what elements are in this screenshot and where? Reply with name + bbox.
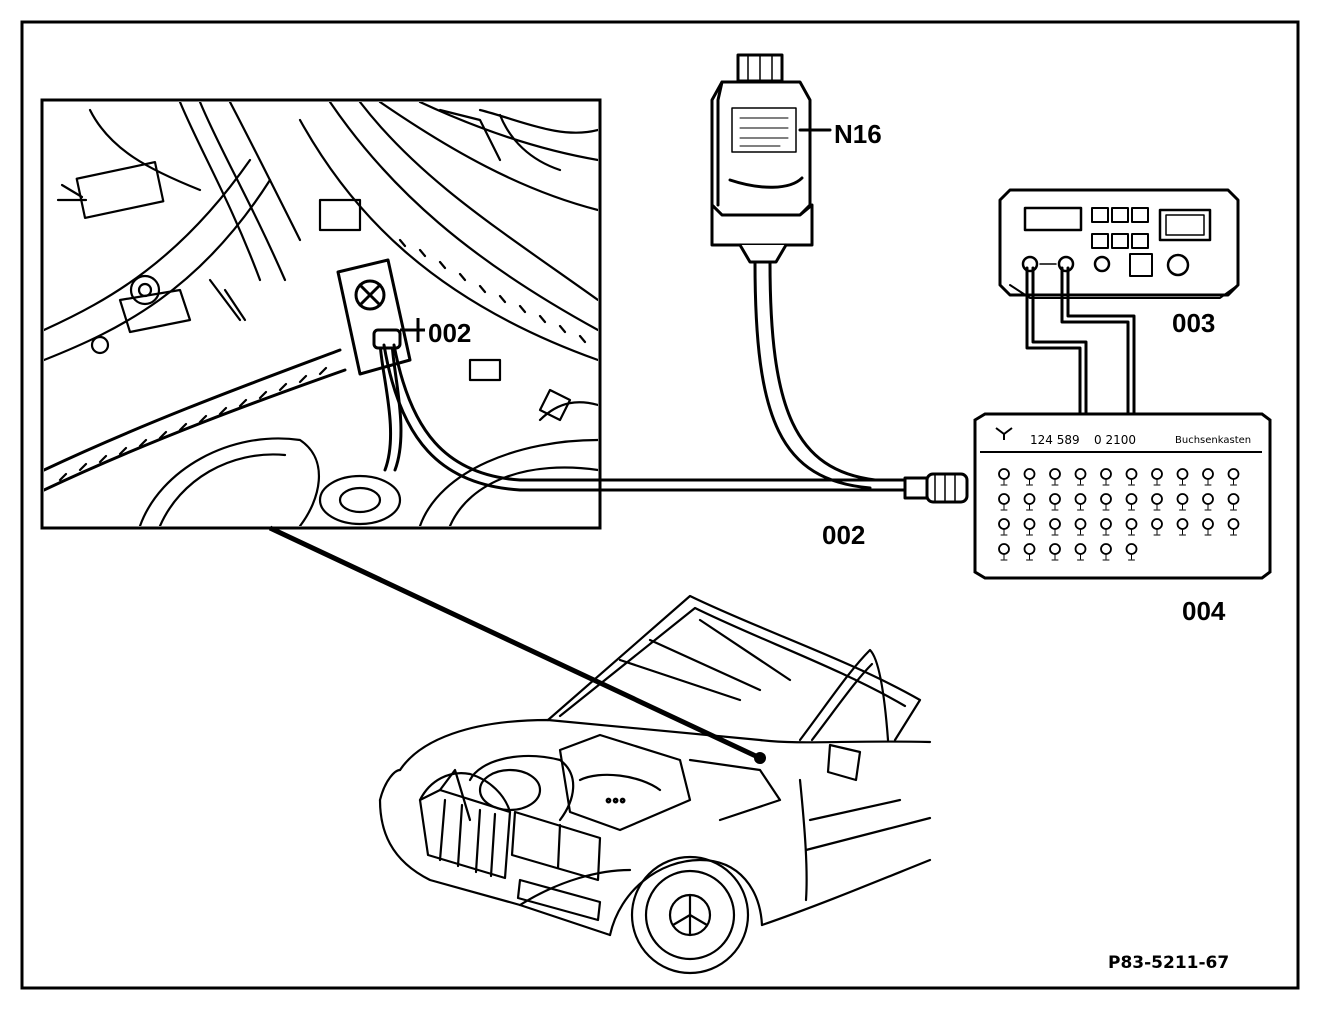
- socket-jack-mark: [1179, 528, 1186, 536]
- callout-002-cable: 002: [822, 520, 865, 550]
- callout-003: 003: [1172, 308, 1215, 338]
- socket-jack-mark: [1128, 478, 1135, 486]
- socket-jack-mark: [1179, 503, 1186, 511]
- adapter-cable-002: [382, 343, 969, 504]
- car-illustration: ◦◦◦: [268, 525, 932, 975]
- socket-jack-mark: [1026, 528, 1033, 536]
- engine-bay-detail: [40, 98, 602, 530]
- multimeter-003: [998, 188, 1240, 299]
- socket-jack-mark: [1026, 478, 1033, 486]
- socket-jack-mark: [1051, 478, 1059, 486]
- n16-module: [710, 53, 877, 490]
- socket-jack-mark: [1102, 503, 1110, 511]
- socket-box-part-number-suffix: 0 2100: [1094, 433, 1136, 447]
- socket-jack-mark: [1000, 478, 1008, 486]
- socket-jack-mark: [1128, 553, 1135, 561]
- socket-jack-mark: [1204, 503, 1212, 511]
- inset-leader-line: [268, 525, 762, 761]
- socket-jack-mark: [1077, 478, 1084, 486]
- socket-grid: [998, 468, 1240, 561]
- socket-jack-mark: [1179, 478, 1186, 486]
- socket-jack-mark: [1026, 503, 1033, 511]
- socket-jack-mark: [1000, 528, 1008, 536]
- socket-jack-mark: [1230, 503, 1237, 511]
- socket-jack-mark: [1153, 528, 1161, 536]
- socket-jack-mark: [1153, 478, 1161, 486]
- socket-jack-mark: [1230, 478, 1237, 486]
- socket-jack-mark: [1230, 528, 1237, 536]
- socket-jack-mark: [1051, 553, 1059, 561]
- figure-code: P83-5211-67: [1108, 953, 1229, 973]
- socket-jack-mark: [1077, 553, 1084, 561]
- socket-box-part-number: 124 589: [1030, 433, 1080, 447]
- socket-jack-mark: [1077, 528, 1084, 536]
- socket-jack-mark: [1128, 503, 1135, 511]
- socket-jack-mark: [1102, 528, 1110, 536]
- callout-n16: N16: [834, 119, 882, 149]
- socket-jack-mark: [1051, 528, 1059, 536]
- socket-jack-mark: [1051, 503, 1059, 511]
- svg-text:◦◦◦: ◦◦◦: [605, 794, 626, 808]
- socket-jack-mark: [1204, 478, 1212, 486]
- socket-jack-mark: [1000, 503, 1008, 511]
- socket-box-004: 124 589 0 2100 Buchsenkasten: [973, 412, 1272, 580]
- socket-jack-mark: [1204, 528, 1212, 536]
- sensor-location-dot: [754, 752, 766, 764]
- socket-jack-mark: [1153, 503, 1161, 511]
- socket-jack-mark: [1102, 478, 1110, 486]
- socket-jack-mark: [1000, 553, 1008, 561]
- socket-jack-mark: [1077, 503, 1084, 511]
- callout-002-detail: 002: [428, 318, 471, 348]
- star-logo-icon: [995, 427, 1013, 440]
- socket-box-title: Buchsenkasten: [1175, 435, 1251, 446]
- callout-004: 004: [1182, 596, 1226, 626]
- socket-jack-mark: [1026, 553, 1033, 561]
- socket-jack-mark: [1128, 528, 1135, 536]
- socket-jack-mark: [1102, 553, 1110, 561]
